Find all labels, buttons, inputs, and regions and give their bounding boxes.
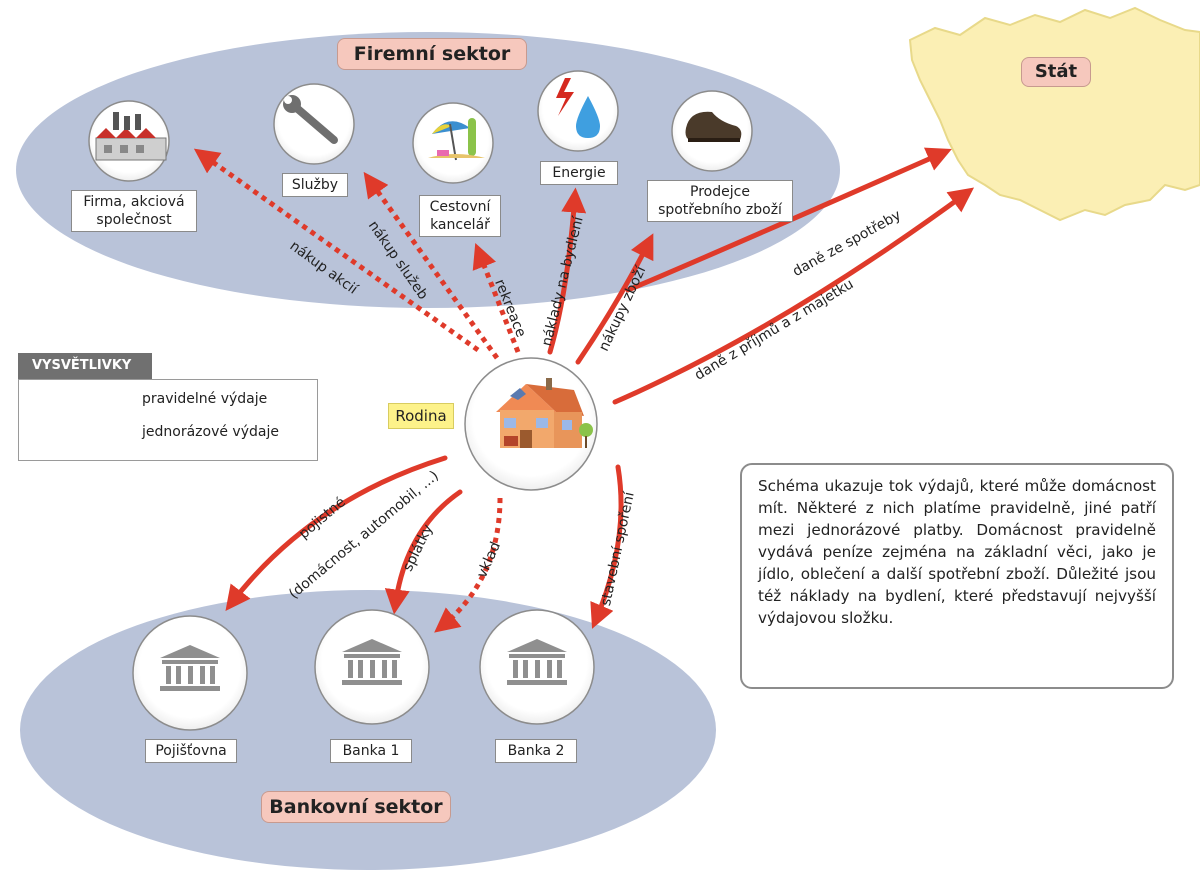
legend-regular-label: pravidelné výdaje	[142, 391, 268, 407]
wrench-icon	[283, 95, 338, 144]
bank-icon-banka2	[507, 639, 567, 685]
arrow-rekreace	[472, 243, 521, 353]
state-map-shape	[908, 6, 1200, 222]
pojistovna-label: Pojišťovna	[145, 739, 237, 763]
sluzby-label: Služby	[282, 173, 348, 197]
oneoff-arrows	[32, 148, 521, 633]
firemni-sector-title: Firemní sektor	[337, 38, 527, 70]
arrow-nakupy-zbozi	[575, 233, 654, 365]
arrow-nakup-sluzeb	[363, 171, 500, 360]
arrow-splatky	[384, 489, 463, 615]
legend-box	[18, 379, 318, 461]
rodina-label: Rodina	[388, 403, 454, 429]
factory-icon	[95, 112, 167, 161]
arrow-dane-spotreba	[625, 147, 952, 293]
shoe-icon	[685, 111, 742, 142]
arrow-dane-prijmy	[612, 187, 975, 405]
stat-title: Stát	[1021, 57, 1091, 87]
bank-icon-pojistovna	[160, 645, 220, 691]
banka1-label: Banka 1	[330, 739, 412, 763]
beach-umbrella-icon	[428, 118, 485, 161]
legend-oneoff-label: jednorázové výdaje	[142, 424, 279, 440]
energy-icon	[556, 78, 600, 138]
arrow-pojistne	[225, 455, 448, 611]
energie-circle	[537, 70, 619, 152]
info-text-box: Schéma ukazuje tok výdajů, které může do…	[740, 463, 1174, 689]
firma-label: Firma, akciová společnost	[71, 190, 197, 232]
bank-icon-banka1	[342, 639, 402, 685]
house-icon	[496, 378, 593, 448]
legend-title: VYSVĚTLIVKY	[18, 353, 152, 379]
arrow-vklad	[434, 497, 503, 633]
arrow-stavebni	[590, 464, 624, 629]
arrow-nakup-akcii	[193, 148, 480, 353]
arrow-naklady-bydleni	[547, 187, 587, 355]
energie-label: Energie	[540, 161, 618, 185]
bankovni-sector-title: Bankovní sektor	[261, 791, 451, 823]
banka2-label: Banka 2	[495, 739, 577, 763]
cestovni-label: Cestovní kancelář	[419, 195, 501, 237]
prodejce-label: Prodejce spotřebního zboží	[647, 180, 793, 222]
